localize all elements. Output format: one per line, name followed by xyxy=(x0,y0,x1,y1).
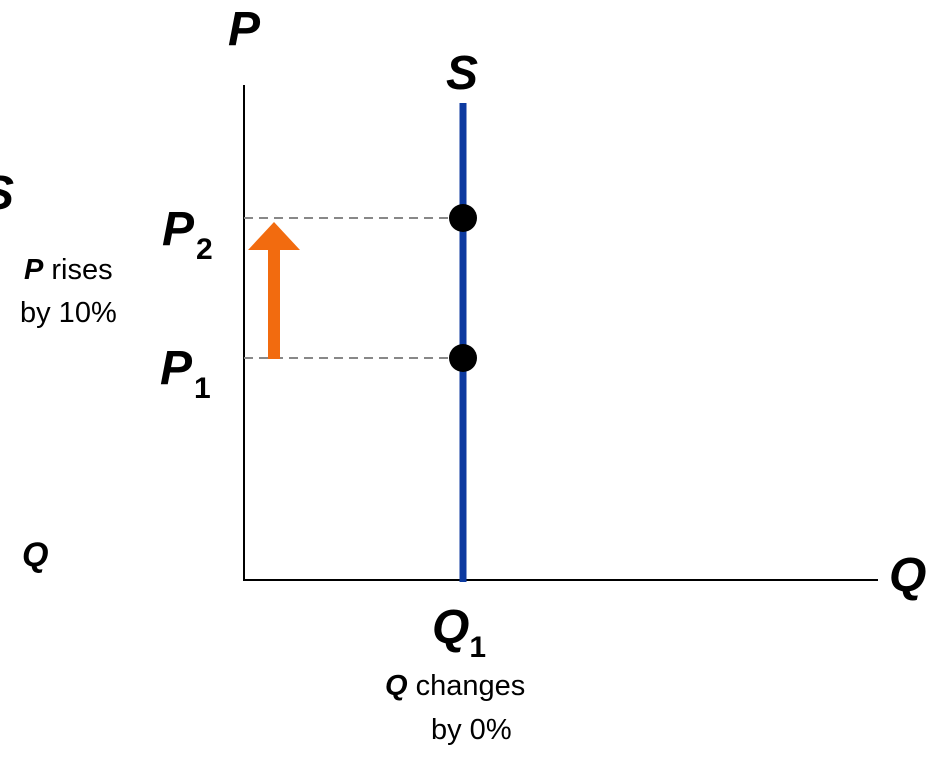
q1-letter: Q xyxy=(432,601,470,654)
cut-off-q-letter: Q xyxy=(22,536,49,574)
p1-tick-label: P1 xyxy=(160,342,211,404)
p1-letter: P xyxy=(160,342,193,395)
x-axis-label: Q xyxy=(889,549,927,602)
quantity-change-note-line1: Q changes xyxy=(385,672,525,701)
p2-subscript: 2 xyxy=(196,233,213,266)
quantity-note-variable: Q xyxy=(385,670,408,702)
point-p2-q1 xyxy=(449,204,477,232)
cut-off-s-letter: S xyxy=(0,170,14,218)
y-axis-label: P xyxy=(228,3,261,56)
p2-letter: P xyxy=(162,203,195,256)
q1-tick-label: Q1 xyxy=(432,601,486,663)
point-p1-q1 xyxy=(449,344,477,372)
quantity-note-rest: changes xyxy=(407,670,526,702)
quantity-change-note-line2: by 0% xyxy=(431,714,512,746)
p2-tick-label: P2 xyxy=(162,203,213,265)
price-rise-arrow xyxy=(248,222,300,359)
q1-subscript: 1 xyxy=(469,631,487,664)
price-note-rest: rises xyxy=(43,254,113,286)
price-change-note-line2: by 10% xyxy=(20,297,117,329)
p1-subscript: 1 xyxy=(194,372,211,405)
supply-curve-label: S xyxy=(446,47,479,100)
price-note-variable: P xyxy=(24,254,44,286)
price-change-note-line1: P rises xyxy=(24,256,113,285)
